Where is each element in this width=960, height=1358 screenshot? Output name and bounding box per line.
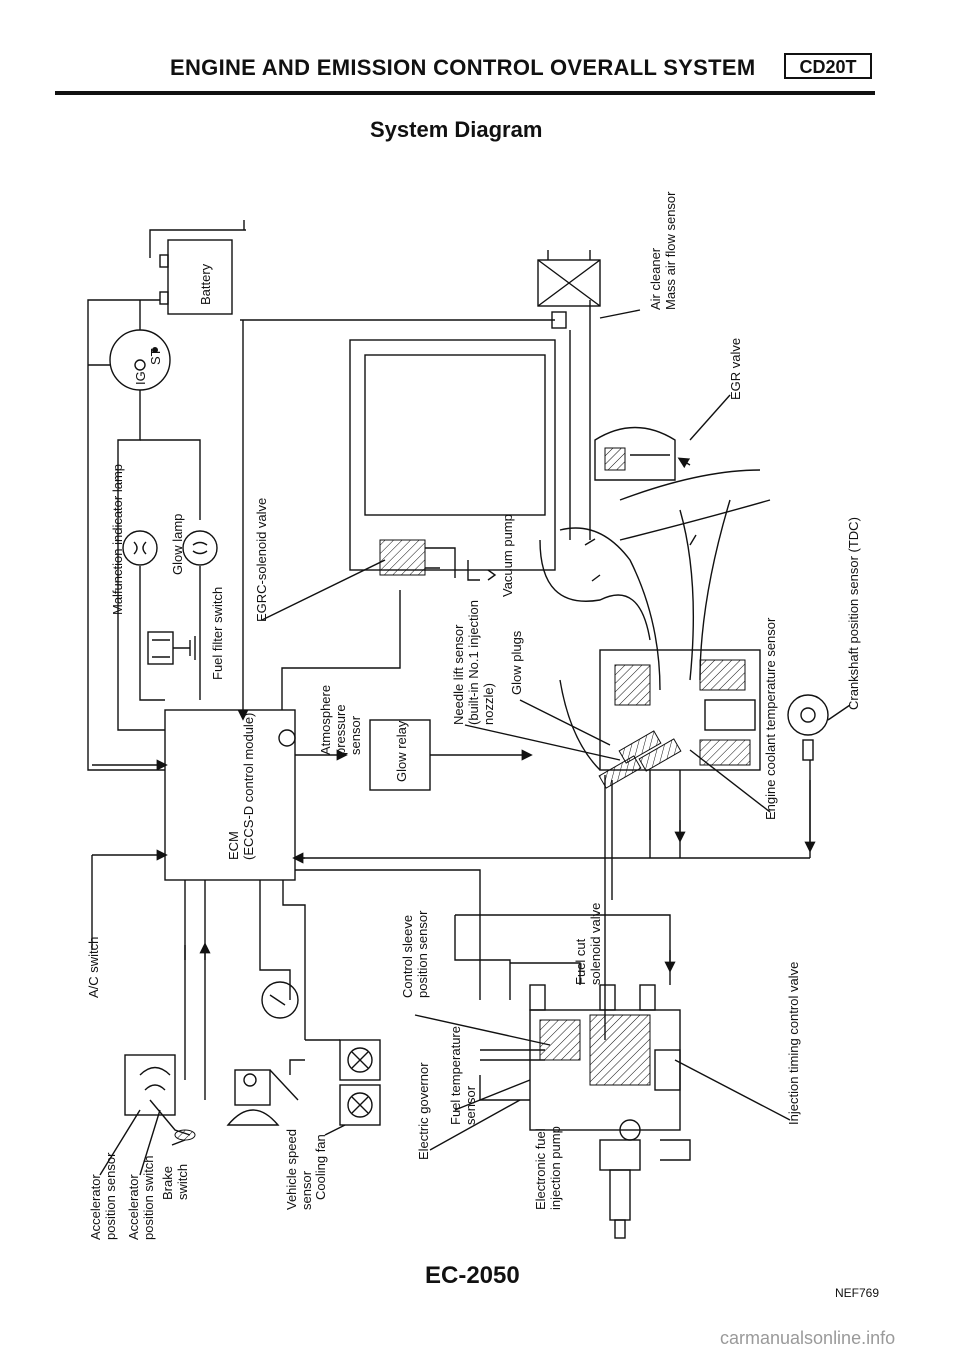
air-cleaner-label: Air cleaner [648, 247, 663, 310]
vacuum-pump-label: Vacuum pump [500, 514, 515, 597]
air-cleaner-icon [537, 250, 601, 307]
injection-pump-label-line2: injection pump [548, 1126, 563, 1210]
needle-lift-label-line1: Needle lift sensor [451, 624, 466, 725]
atmosphere-label-line2: pressure [333, 704, 348, 755]
page-number: EC-2050 [425, 1262, 520, 1289]
egr-valve-label: EGR valve [728, 338, 743, 400]
egr-valve-icon [594, 426, 676, 481]
control-sleeve-label-line2: position sensor [415, 910, 430, 998]
battery-symbol [149, 220, 246, 315]
coolant-sensor-label: Engine coolant temperature sensor [763, 617, 778, 820]
fuel-filter-switch-label: Fuel filter switch [210, 587, 225, 680]
watermark: carmanualsonline.info [720, 1328, 896, 1348]
brake-switch-label-line1: Brake [160, 1166, 175, 1200]
fuel-filter-switch-icon [147, 631, 196, 665]
fuel-cut-label-line1: Fuel cut [573, 938, 588, 985]
crankshaft-sensor-label: Crankshaft position sensor (TDC) [846, 517, 861, 710]
header-title: ENGINE AND EMISSION CONTROL OVERALL SYST… [170, 55, 756, 80]
brake-switch-label-line2: switch [175, 1164, 190, 1200]
glow-lamp-icon [182, 530, 218, 566]
accelerator-sensor-icon [124, 1054, 196, 1141]
glow-plugs-icon [598, 730, 682, 789]
accelerator-switch-label-line2: position switch [141, 1155, 156, 1240]
malfunction-lamp-icon [122, 530, 158, 566]
header-rule [55, 91, 875, 95]
battery-label: Battery [198, 263, 213, 305]
vss-label-line1: Vehicle speed [284, 1129, 299, 1210]
accelerator-sensor-label-line2: position sensor [103, 1152, 118, 1240]
cooling-fan-label: Cooling fan [313, 1134, 328, 1200]
atmosphere-label-line3: sensor [348, 715, 363, 755]
accelerator-switch-label-line1: Accelerator [126, 1174, 141, 1240]
ignition-st-label: ST [148, 348, 163, 365]
atmosphere-label-line1: Atmosphere [318, 685, 333, 755]
needle-lift-label-line2: (built-in No.1 injection [466, 600, 481, 725]
ignition-ig-label: IG [133, 371, 148, 385]
injection-pump-label-line1: Electronic fuel [533, 1128, 548, 1210]
glow-lamp-label: Glow lamp [170, 514, 185, 575]
malfunction-lamp-label: Malfunction indicator lamp [110, 464, 125, 615]
vss-label-line2: sensor [299, 1170, 314, 1210]
engine-code-badge: CD20T [784, 53, 872, 79]
accelerator-sensor-label-line1: Accelerator [88, 1174, 103, 1240]
needle-lift-label-line3: nozzle) [481, 683, 496, 725]
maf-sensor-icon [551, 311, 567, 329]
section-title: System Diagram [370, 117, 543, 142]
maf-sensor-label: Mass air flow sensor [663, 191, 678, 310]
glow-plugs-label: Glow plugs [509, 630, 524, 695]
egrc-solenoid-valve-icon [379, 539, 456, 578]
ecm-box [164, 709, 296, 881]
vehicle-speed-sensor-icon [226, 981, 299, 1126]
injection-timing-label: Injection timing control valve [786, 962, 801, 1125]
fuel-temp-label-line1: Fuel temperature [448, 1026, 463, 1125]
crankshaft-sensor-icon [787, 694, 829, 761]
egrc-solenoid-label: EGRC-solenoid valve [254, 498, 269, 622]
ecm-label-line1: ECM [226, 831, 241, 860]
figure-code: NEF769 [835, 1286, 880, 1300]
control-sleeve-label-line1: Control sleeve [400, 915, 415, 998]
glow-relay-label: Glow relay [394, 720, 409, 782]
fuel-injection-pump-icon [529, 984, 691, 1239]
electric-governor-label: Electric governor [416, 1062, 431, 1160]
ac-switch-label: A/C switch [86, 937, 101, 998]
cooling-fan-icon [339, 1039, 381, 1126]
ecm-label-line2: (ECCS-D control module) [241, 713, 256, 860]
fuel-temp-label-line2: sensor [463, 1085, 478, 1125]
atmosphere-sensor-icon [278, 729, 296, 747]
fuel-cut-label-line2: solenoid valve [588, 903, 603, 985]
engine-block-icon [559, 649, 761, 771]
